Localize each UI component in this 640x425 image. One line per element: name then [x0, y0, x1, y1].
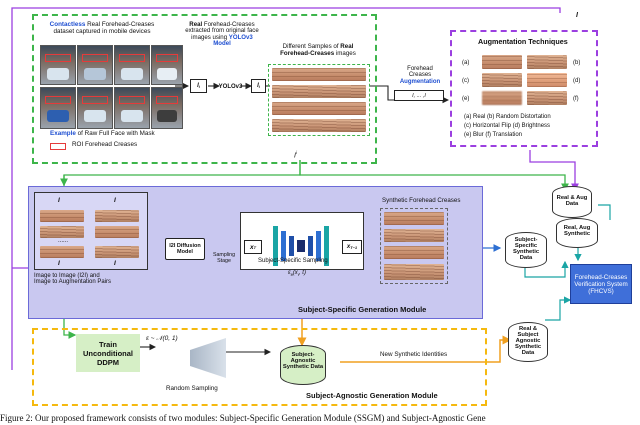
ssgm-title: Subject-Specific Generation Module	[298, 305, 427, 314]
pair-dots: ......	[58, 238, 69, 244]
pair-label-top-right: I	[114, 197, 116, 204]
subject-specific-cylinder: Subject-Specific Synthetic Data	[505, 232, 547, 268]
real-data-panel	[32, 14, 377, 164]
aug-label-b: (b)	[573, 60, 581, 66]
real-agnostic-cylinder: Real & Subject Agnostic Synthetic Data	[508, 322, 548, 362]
augmentation-panel	[450, 30, 598, 147]
pair-label-bottom-left: I	[58, 260, 60, 267]
example-caption: Example of Raw Full Face with Mask	[50, 130, 155, 137]
aug-label-d: (d)	[573, 78, 581, 84]
aug-top-math: I	[576, 12, 578, 19]
figure-caption: Figure 2: Our proposed framework consist…	[0, 414, 486, 423]
roi-legend-label: ROI Forehead Creases	[72, 141, 138, 148]
agnostic-data-cylinder: Subject-Agnostic Synthetic Data	[280, 345, 326, 385]
synthetic-title: Synthetic Forehead Creases	[382, 197, 461, 204]
extraction-caption: Real Forehead-Creases extracted from ori…	[185, 21, 259, 48]
real-aug-cylinder: Real & Aug Data	[552, 186, 592, 218]
random-sampling-label: Random Sampling	[166, 385, 218, 392]
aug-label-c: (c)	[462, 78, 469, 84]
real-samples-math: Ii	[294, 150, 297, 160]
i2i-model-node: I2I Diffusion Model	[165, 238, 205, 260]
aug-legend-2: (c) Horizontal Flip (d) Brightness	[464, 123, 551, 129]
sagm-panel	[32, 328, 487, 406]
aug-to-realaug-arrow	[529, 150, 579, 192]
new-identities-label: New Synthetic Identities	[380, 351, 448, 358]
aug-legend-1: (a) Real (b) Random Distortation	[464, 114, 551, 120]
aug-label-a: (a)	[462, 60, 470, 66]
sampling-label: Subject-Specific Sampling	[258, 258, 328, 264]
aug-label-f: (f)	[573, 96, 579, 102]
real-samples-panel	[268, 64, 370, 136]
dataset-caption: Contactless Real Forehead-Creases datase…	[49, 21, 155, 35]
aug-sequence-node: I, ... ,I	[394, 90, 444, 101]
synthetic-panel	[380, 208, 448, 284]
real-aug-synth-cylinder: Real, Aug Synthetic	[556, 218, 598, 248]
real-to-realaug-arrow	[299, 160, 569, 192]
pairs-caption: Image to Image (I2I) and Image to Augmen…	[34, 273, 112, 286]
eps-label: εθ(xt, t)	[288, 270, 306, 278]
train-ddpm-node: Train Unconditional DDPM	[76, 334, 140, 372]
aug-legend-3: (e) Blur (f) Translation	[464, 132, 523, 138]
samples-caption: Different Samples of Real Forehead-Creas…	[280, 43, 356, 57]
sampling-stage-label: Sampling Stage	[212, 252, 236, 264]
pair-label-bottom-right: I	[114, 260, 116, 267]
sagm-title: Subject-Agnostic Generation Module	[306, 391, 438, 400]
yolo-node: YOLOv3	[218, 84, 243, 90]
aug-feedback-line	[11, 7, 561, 370]
augmentation-title: Augmentation Techniques	[478, 37, 568, 46]
fhcvs-node: Forehead-Creases Verification System (FH…	[570, 264, 632, 304]
aug-label-e: (e)	[462, 96, 470, 102]
pair-label-top-left: I	[58, 197, 60, 204]
roi-legend-swatch	[50, 143, 66, 150]
aug-arrow-label: Forehead Creases Augmentation	[399, 66, 441, 85]
noise-label: ε ~ 𝒩(0, 1)	[146, 335, 178, 342]
